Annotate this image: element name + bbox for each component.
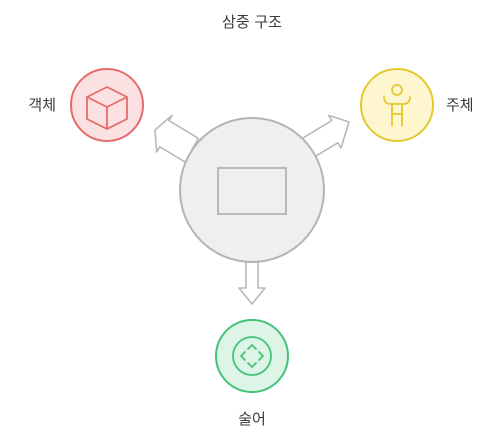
arrow-to-object <box>154 114 200 166</box>
arrow-to-subject <box>301 114 350 160</box>
center-node <box>179 117 325 263</box>
arrow-to-predicate <box>238 261 266 305</box>
predicate-label: 술어 <box>238 410 266 428</box>
person-icon <box>383 84 411 127</box>
predicate-node <box>215 319 289 393</box>
object-label: 객체 <box>28 96 56 114</box>
focus-circle-icon <box>232 336 272 376</box>
cube-icon <box>86 86 128 130</box>
subject-node <box>360 68 434 142</box>
rectangle-icon <box>217 167 287 215</box>
diagram-title: 삼중 구조 <box>222 13 282 31</box>
subject-label: 주체 <box>446 96 474 114</box>
object-node <box>70 68 144 142</box>
